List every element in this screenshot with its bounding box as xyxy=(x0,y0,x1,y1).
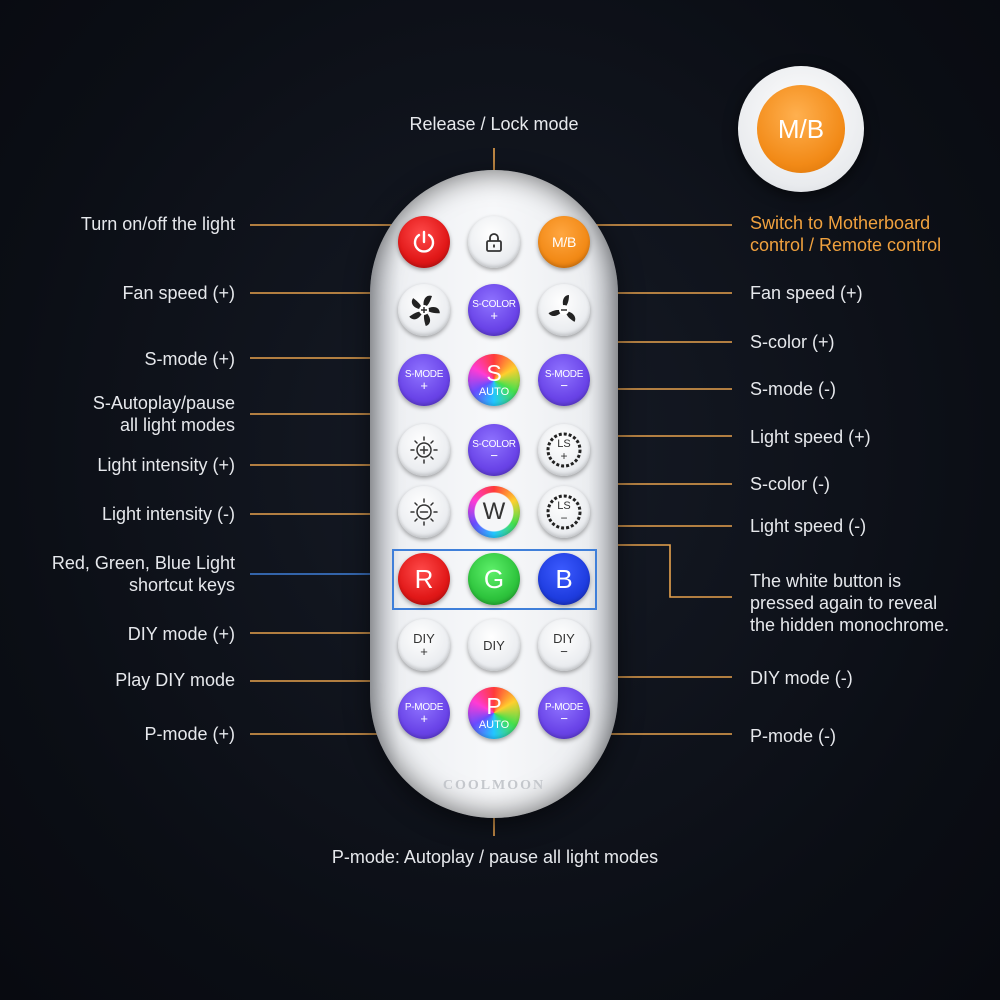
label-p-autoplay: P-mode: Autoplay / pause all light modes xyxy=(331,847,659,867)
label-p-mode-plus: P-mode (+) xyxy=(144,724,235,744)
diy-minus-button[interactable]: DIY − xyxy=(538,619,590,671)
label-s-color-minus: S-color (-) xyxy=(750,474,830,494)
light-speed-plus-button[interactable]: LS + xyxy=(538,424,590,476)
fan-minus-icon xyxy=(548,295,576,322)
label-s-color-plus: S-color (+) xyxy=(750,332,835,352)
red-button[interactable]: R xyxy=(398,553,450,605)
label-light-speed-plus: Light speed (+) xyxy=(750,427,871,447)
light-speed-ring-icon xyxy=(546,494,582,530)
rgb-highlight-box xyxy=(392,549,597,610)
fan-speed-minus-button[interactable] xyxy=(538,284,590,336)
light-intensity-plus-button[interactable] xyxy=(398,424,450,476)
label-fan-plus-left: Fan speed (+) xyxy=(122,283,235,303)
label-s-autoplay: S-Autoplay/pause all light modes xyxy=(92,393,235,435)
light-speed-ring-icon xyxy=(546,432,582,468)
white-button[interactable]: W xyxy=(468,486,520,538)
brightness-plus-icon xyxy=(410,436,438,464)
label-light-speed-minus: Light speed (-) xyxy=(750,516,867,536)
lock-button[interactable] xyxy=(468,216,520,268)
label-release-lock: Release / Lock mode xyxy=(409,114,579,134)
green-button[interactable]: G xyxy=(468,553,520,605)
brightness-minus-icon xyxy=(410,498,438,526)
label-rgb: Red, Green, Blue Light shortcut keys xyxy=(51,553,235,595)
label-switch-mb: Switch to Motherboard control / Remote c… xyxy=(750,213,942,255)
p-auto-button[interactable]: P AUTO xyxy=(468,687,520,739)
label-p-mode-minus: P-mode (-) xyxy=(750,726,837,746)
p-mode-minus-button[interactable]: P-MODE − xyxy=(538,687,590,739)
label-power: Turn on/off the light xyxy=(80,214,235,234)
s-color-plus-button[interactable]: S-COLOR + xyxy=(468,284,520,336)
fan-plus-icon xyxy=(409,295,440,327)
label-diy-plus: DIY mode (+) xyxy=(127,624,235,644)
s-color-minus-button[interactable]: S-COLOR − xyxy=(468,424,520,476)
mb-badge: M/B xyxy=(738,66,864,192)
lock-icon xyxy=(486,233,502,252)
mb-badge-inner: M/B xyxy=(757,85,845,173)
label-white-button: The white button is pressed again to rev… xyxy=(750,571,950,635)
diy-play-button[interactable]: DIY xyxy=(468,619,520,671)
blue-button[interactable]: B xyxy=(538,553,590,605)
s-auto-button[interactable]: S AUTO xyxy=(468,354,520,406)
diy-plus-button[interactable]: DIY + xyxy=(398,619,450,671)
s-mode-minus-button[interactable]: S-MODE − xyxy=(538,354,590,406)
label-fan-plus-right: Fan speed (+) xyxy=(750,283,863,303)
mb-button[interactable]: M/B xyxy=(538,216,590,268)
fan-speed-plus-button[interactable] xyxy=(398,284,450,336)
label-light-int-minus: Light intensity (-) xyxy=(101,504,235,524)
light-intensity-minus-button[interactable] xyxy=(398,486,450,538)
power-button[interactable] xyxy=(398,216,450,268)
label-diy-minus: DIY mode (-) xyxy=(750,668,853,688)
power-icon xyxy=(413,230,435,253)
s-mode-plus-button[interactable]: S-MODE + xyxy=(398,354,450,406)
light-speed-minus-button[interactable]: LS − xyxy=(538,486,590,538)
p-mode-plus-button[interactable]: P-MODE + xyxy=(398,687,450,739)
label-play-diy: Play DIY mode xyxy=(115,670,235,690)
label-s-mode-minus: S-mode (-) xyxy=(750,379,837,399)
label-light-int-plus: Light intensity (+) xyxy=(97,455,235,475)
label-s-mode-plus: S-mode (+) xyxy=(144,349,235,369)
brand-logo: COOLMOON xyxy=(442,778,546,793)
